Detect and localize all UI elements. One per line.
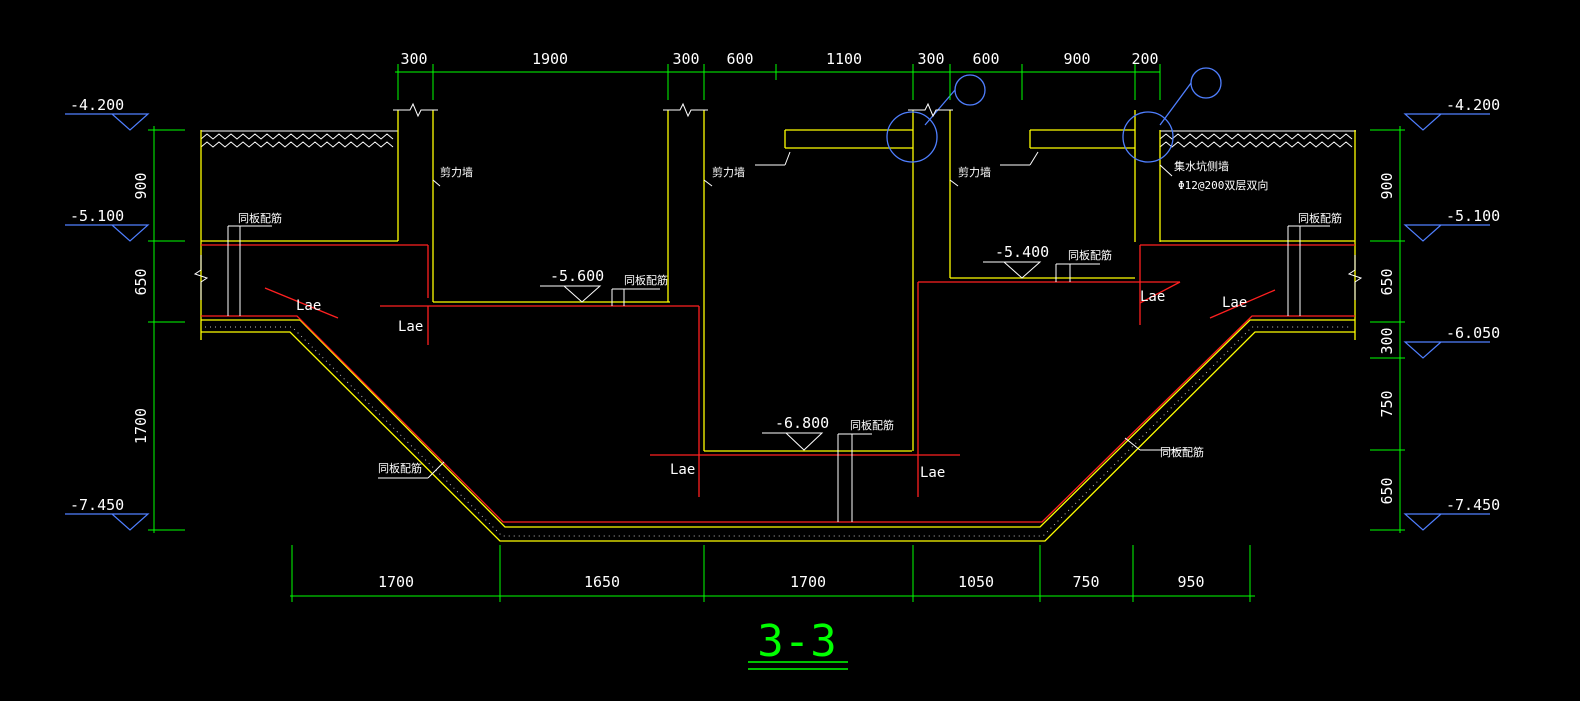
inner-elev-3: -5.400 (995, 243, 1049, 261)
right-vertical-dimension-line (1370, 126, 1405, 533)
right-elev-1: -4.200 (1446, 96, 1500, 114)
left-elev-3: -7.450 (70, 496, 124, 514)
left-vdim-1: 900 (132, 172, 150, 199)
left-vertical-dimension-texts: 900 650 1700 (132, 172, 150, 444)
top-dim-5: 1100 (826, 50, 862, 68)
top-dim-3: 300 (672, 50, 699, 68)
same-slab-rebar-label-2: 同板配筋 (624, 273, 668, 287)
same-slab-rebar-label-4: 同板配筋 (1068, 248, 1112, 262)
bottom-dimension-line (290, 545, 1255, 602)
lae-label-3: Lae (670, 462, 695, 478)
soil-hatch-left (200, 130, 398, 148)
anchor-labels: Lae Lae Lae Lae Lae Lae (296, 289, 1247, 481)
annotation-labels: 剪力墙 剪力墙 剪力墙 集水坑侧墙 Φ12@200双层双向 同板配筋 同板配筋 … (238, 159, 1342, 475)
lae-label-1: Lae (296, 298, 321, 314)
bottom-dimension-texts: 1700 1650 1700 1050 750 950 (378, 573, 1205, 591)
lae-label-5: Lae (1140, 289, 1165, 305)
sump-rebar-label: Φ12@200双层双向 (1178, 178, 1268, 192)
break-marks (193, 102, 1363, 300)
bottom-dim-3: 1700 (790, 573, 826, 591)
same-slab-rebar-label-6: 同板配筋 (378, 461, 422, 475)
top-dimension-texts: 300 1900 300 600 1100 300 600 900 200 (400, 50, 1158, 68)
right-vdim-5: 650 (1378, 477, 1396, 504)
top-dimension-line (395, 64, 1161, 100)
top-dim-1: 300 (400, 50, 427, 68)
shear-wall-label-2: 剪力墙 (712, 165, 745, 179)
inner-elev-1: -5.600 (550, 267, 604, 285)
section-title-text: 3-3 (757, 616, 836, 667)
right-vdim-1: 900 (1378, 172, 1396, 199)
concrete-walls (200, 110, 1356, 542)
left-elev-1: -4.200 (70, 96, 124, 114)
right-vdim-4: 750 (1378, 390, 1396, 417)
shear-wall-label-3: 剪力墙 (958, 165, 991, 179)
top-dim-4: 600 (726, 50, 753, 68)
same-slab-rebar-label-3: 同板配筋 (850, 418, 894, 432)
left-elev-2: -5.100 (70, 207, 124, 225)
soil-hatch-right (1159, 130, 1356, 148)
bottom-dim-5: 750 (1072, 573, 1099, 591)
right-elev-3: -6.050 (1446, 324, 1500, 342)
same-slab-rebar-label-1: 同板配筋 (238, 211, 282, 225)
shear-wall-label-1: 剪力墙 (440, 165, 473, 179)
top-dim-2: 1900 (532, 50, 568, 68)
label-leaders (227, 151, 1330, 522)
left-vdim-3: 1700 (132, 408, 150, 444)
section-title: 3-3 (748, 616, 848, 670)
bottom-dim-6: 950 (1177, 573, 1204, 591)
top-dim-7: 600 (972, 50, 999, 68)
right-elev-2: -5.100 (1446, 207, 1500, 225)
elevation-marks (65, 113, 1490, 531)
lae-label-2: Lae (398, 319, 423, 335)
same-slab-rebar-label-7: 同板配筋 (1160, 445, 1204, 459)
inner-elev-2: -6.800 (775, 414, 829, 432)
bottom-dim-4: 1050 (958, 573, 994, 591)
bottom-dim-2: 1650 (584, 573, 620, 591)
top-dim-8: 900 (1063, 50, 1090, 68)
top-dim-6: 300 (917, 50, 944, 68)
lae-label-6: Lae (1222, 295, 1247, 311)
drain-callouts (886, 67, 1222, 163)
left-vertical-dimension-line (148, 126, 185, 533)
lae-label-4: Lae (920, 465, 945, 481)
top-dim-9: 200 (1131, 50, 1158, 68)
rebar-lines (201, 244, 1355, 523)
bottom-dim-1: 1700 (378, 573, 414, 591)
inner-elevation-marks (540, 261, 1042, 451)
right-vertical-dimension-texts: 900 650 300 750 650 (1378, 172, 1396, 504)
right-vdim-2: 650 (1378, 268, 1396, 295)
left-vdim-2: 650 (132, 268, 150, 295)
right-vdim-3: 300 (1378, 327, 1396, 354)
elevation-texts: -4.200 -5.100 -7.450 -4.200 -5.100 -6.05… (70, 96, 1500, 514)
right-elev-4: -7.450 (1446, 496, 1500, 514)
same-slab-rebar-label-5: 同板配筋 (1298, 211, 1342, 225)
sump-side-wall-label: 集水坑侧墙 (1174, 159, 1229, 173)
